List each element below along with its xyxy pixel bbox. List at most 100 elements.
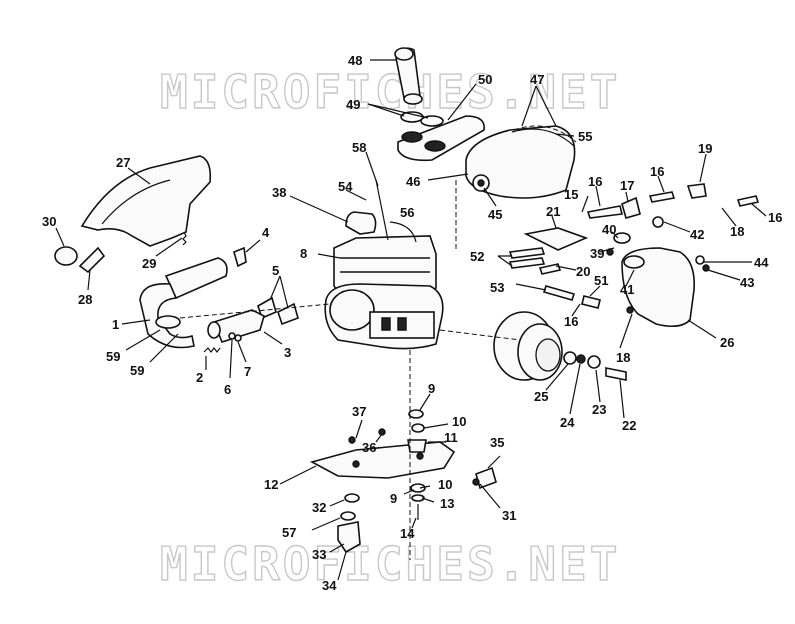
callout-24: 24	[560, 415, 575, 430]
callout-19: 19	[698, 141, 712, 156]
hood-bracket	[78, 246, 106, 274]
callout-11: 11	[444, 430, 458, 445]
callout-54: 54	[338, 179, 353, 194]
callout-45: 45	[488, 207, 502, 222]
control-rod-b	[648, 191, 676, 203]
callout-48: 48	[348, 53, 362, 68]
tank-washer	[702, 264, 710, 272]
callout-40: 40	[602, 222, 616, 237]
callout-50: 50	[478, 72, 492, 87]
bracket-rod-upper	[508, 247, 546, 259]
leader-lines	[55, 59, 767, 581]
plate-screw	[348, 436, 356, 444]
callout-2: 2	[196, 370, 203, 385]
callout-53: 53	[490, 280, 504, 295]
callout-22: 22	[622, 418, 636, 433]
cap-nut	[613, 232, 631, 244]
engine-assembly	[324, 235, 444, 350]
clutch-spacer	[563, 351, 577, 365]
exhaust-centerline	[179, 303, 331, 319]
callout-16b: 16	[650, 164, 664, 179]
callout-36: 36	[362, 440, 376, 455]
callout-47: 47	[530, 72, 544, 87]
callout-41: 41	[620, 282, 634, 297]
callout-59b: 59	[130, 363, 144, 378]
mount-washer-bottom	[410, 483, 426, 493]
callout-20: 20	[576, 264, 590, 279]
callout-30: 30	[42, 214, 56, 229]
choke-cable	[389, 221, 417, 243]
callout-9b: 9	[390, 491, 397, 506]
callout-14: 14	[400, 526, 415, 541]
mount-nut-top	[411, 423, 425, 433]
callout-46: 46	[406, 174, 420, 189]
callout-59a: 59	[106, 349, 120, 364]
pivot-pin	[542, 285, 576, 301]
callout-38: 38	[272, 185, 286, 200]
engine-mount-plate	[309, 441, 456, 479]
lower-washer	[344, 493, 360, 503]
callout-16d: 16	[564, 314, 578, 329]
control-rod-a	[586, 205, 623, 219]
callout-49: 49	[346, 97, 360, 112]
callout-16a: 16	[588, 174, 602, 189]
callout-27: 27	[116, 155, 130, 170]
callout-4: 4	[262, 225, 270, 240]
callout-5: 5	[272, 263, 279, 278]
manifold-washer	[228, 332, 236, 340]
clutch-centerline	[439, 329, 521, 341]
callout-17: 17	[620, 178, 634, 193]
callout-28: 28	[78, 292, 92, 307]
tank-grommet	[695, 255, 705, 265]
callout-13: 13	[440, 496, 454, 511]
callout-52: 52	[470, 249, 484, 264]
callout-16c: 16	[768, 210, 782, 225]
fuel-cap	[54, 246, 78, 266]
control-rod-c	[736, 195, 760, 207]
callout-44: 44	[754, 255, 769, 270]
starter-handle	[345, 211, 377, 235]
throttle-cable	[375, 179, 389, 241]
callout-31: 31	[502, 508, 516, 523]
callout-35: 35	[490, 435, 504, 450]
callout-57: 57	[282, 525, 296, 540]
callout-labels: 48 49 50 47 55 58 54 38 46 45 56 8 27 30…	[42, 53, 782, 593]
callout-6: 6	[224, 382, 231, 397]
bracket-rod-lower	[508, 257, 546, 269]
callout-7: 7	[244, 364, 251, 379]
mount-isolator	[407, 439, 427, 453]
callout-33: 33	[312, 547, 326, 562]
mount-nut-bottom	[411, 494, 425, 502]
airbox-lid	[397, 115, 485, 162]
callout-56: 56	[400, 205, 414, 220]
drive-clutch	[493, 311, 563, 381]
callout-32: 32	[312, 500, 326, 515]
pivot-nut	[626, 306, 634, 314]
callout-3: 3	[284, 345, 291, 360]
callout-21: 21	[546, 204, 560, 219]
clutch-washer	[587, 355, 601, 369]
muffler-bolt	[233, 246, 247, 268]
exhaust-flange-gaskets	[257, 296, 299, 326]
fuel-tank	[621, 247, 696, 328]
bracket-bolt	[472, 478, 480, 486]
air-intake-tube	[394, 47, 423, 105]
hood-shroud	[80, 155, 212, 247]
mount-bracket-right	[475, 466, 497, 490]
callout-29: 29	[142, 256, 156, 271]
hood-spring	[182, 231, 187, 246]
manifold-nut	[234, 334, 242, 342]
lower-spacer	[340, 511, 356, 521]
clutch-bolt	[605, 367, 627, 381]
control-fitting	[686, 183, 707, 199]
callout-9a: 9	[428, 381, 435, 396]
callout-10a: 10	[452, 414, 466, 429]
callout-43: 43	[740, 275, 754, 290]
throttle-bracket	[523, 227, 589, 251]
callout-18b: 18	[616, 350, 630, 365]
callout-15: 15	[564, 187, 578, 202]
exhaust-spring	[203, 347, 221, 353]
callout-39: 39	[590, 246, 604, 261]
watermark-bottom: MICROFICHES.NET	[160, 537, 620, 591]
